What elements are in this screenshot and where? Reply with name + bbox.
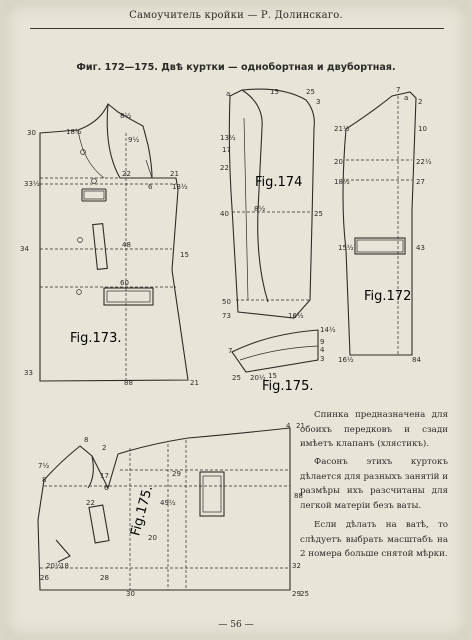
fig172-m4: 21½ xyxy=(334,125,350,133)
figd-m11: 49½ xyxy=(160,499,176,507)
fig172-m7: 22½ xyxy=(416,158,432,166)
fig173-m3: 8½ xyxy=(120,112,131,120)
fig175-m8: 15 xyxy=(268,372,277,380)
figd-m17: 29 xyxy=(292,590,301,598)
page-number: — 56 — xyxy=(218,620,254,630)
figd-m1: 4 xyxy=(286,422,291,430)
book-page xyxy=(6,4,466,636)
fig172-m9: 27 xyxy=(416,178,425,186)
fig173-m13: 60 xyxy=(120,279,129,287)
figd-m21: 18 xyxy=(60,562,69,570)
figd-m6: 8 xyxy=(42,476,46,484)
fig172-m8: 18½ xyxy=(334,178,350,186)
fig173-label: Fig.173. xyxy=(70,331,121,346)
fig172-m6: 20 xyxy=(334,158,343,166)
figd-m10: 29 xyxy=(172,470,181,478)
fig173-m10: 34 xyxy=(20,245,29,253)
figd-m4: 7½ xyxy=(38,462,49,470)
fig175-m7: 20½ xyxy=(250,374,266,382)
fig174-m10: 25 xyxy=(314,210,323,218)
fig173-m8: 13½ xyxy=(172,183,188,191)
fig174-m9: 8½ xyxy=(254,205,265,213)
figure-174 xyxy=(228,88,315,319)
fig-double-label: Fig.175. xyxy=(128,484,156,538)
figd-m7: 17 xyxy=(100,472,109,480)
figd-m14: 32 xyxy=(292,562,301,570)
figd-m16: 28 xyxy=(100,574,109,582)
header-rule xyxy=(30,28,444,29)
figd-m20: 20½ xyxy=(46,562,62,570)
figure-caption: Фиг. 172—175. Двѣ куртки — однобортная и… xyxy=(76,62,396,73)
paragraph-1: Спинка предназначена для обоихъ передков… xyxy=(300,408,448,452)
paragraph-3: Если дѣлать на ватѣ, то слѣдуетъ выбрать… xyxy=(300,518,448,562)
fig172-m12: 16½ xyxy=(338,356,354,364)
paragraph-2: Фасонъ этихъ куртокъ дѣлается для разных… xyxy=(300,455,448,513)
fig172-m11: 43 xyxy=(416,244,425,252)
figd-m18: 25 xyxy=(300,590,309,598)
fig174-m8: 40 xyxy=(220,210,229,218)
fig175-m3: 9 xyxy=(320,338,324,346)
figd-m9: 22 xyxy=(86,499,95,507)
fig173-m7: 21 xyxy=(170,170,179,178)
figure-175 xyxy=(231,329,319,373)
fig173-m1: 30 xyxy=(27,129,36,137)
fig175-label: Fig.175. xyxy=(262,379,313,394)
paragraph-1-text: Спинка предназначена для обоихъ передков… xyxy=(300,410,448,450)
fig172-m2: a xyxy=(404,94,408,102)
figure-double-breasted xyxy=(37,427,291,591)
fig173-m6: 6 xyxy=(148,183,153,191)
fig174-m12: 73 xyxy=(222,312,231,320)
fig172-m13: 84 xyxy=(412,356,421,364)
fig174-m3: 25 xyxy=(306,88,315,96)
figd-m19: 30 xyxy=(126,590,135,598)
fig173-m15: 88 xyxy=(124,379,133,387)
fig172-m3: 2 xyxy=(418,98,422,106)
figd-m13: 20 xyxy=(148,534,157,542)
fig172-label: Fig.172 xyxy=(364,289,411,304)
figd-m2: 21 xyxy=(296,422,305,430)
fig174-m6: 17 xyxy=(222,146,231,154)
fig175-m6: 25 xyxy=(232,374,241,382)
fig173-m16: 21 xyxy=(190,379,199,387)
fig172-m1: 7 xyxy=(396,86,400,94)
fig173-m11: 48 xyxy=(122,241,131,249)
fig173-m9: 33½ xyxy=(24,180,40,188)
fig174-label: Fig.174 xyxy=(255,175,302,190)
figd-m8: 6 xyxy=(104,484,109,492)
fig174-m4: 3 xyxy=(316,98,320,106)
fig172-m5: 10 xyxy=(418,125,427,133)
fig173-m4: 9½ xyxy=(128,136,139,144)
fig175-m1: 7 xyxy=(228,347,232,355)
fig174-m7: 22 xyxy=(220,164,229,172)
paragraph-2-text: Фасонъ этихъ куртокъ дѣлается для разных… xyxy=(300,457,448,511)
figd-m5: 2 xyxy=(102,444,106,452)
figure-173 xyxy=(39,103,189,382)
figure-172 xyxy=(342,91,417,356)
fig174-m5: 13½ xyxy=(220,134,236,142)
fig172-m10: 15½ xyxy=(338,244,354,252)
fig175-m4: 4 xyxy=(320,346,325,354)
fig174-m2: 15 xyxy=(270,88,279,96)
paragraph-3-text: Если дѣлать на ватѣ, то слѣдуетъ выбрать… xyxy=(300,520,448,560)
figd-m3: 8 xyxy=(84,436,88,444)
fig174-m13: 16½ xyxy=(288,312,304,320)
fig173-m14: 33 xyxy=(24,369,33,377)
fig173-m5: 22 xyxy=(122,170,131,178)
running-head: Самоучитель кройки — Р. Долинскаго. xyxy=(129,10,343,21)
fig174-m1: a xyxy=(226,90,230,98)
fig175-m5: 3 xyxy=(320,355,324,363)
fig175-m2: 14½ xyxy=(320,326,336,334)
fig174-m11: 50 xyxy=(222,298,231,306)
figd-m12: 88 xyxy=(294,492,303,500)
fig173-m2: 18½ xyxy=(66,128,82,136)
figd-m15: 26 xyxy=(40,574,49,582)
fig173-m12: 15 xyxy=(180,251,189,259)
